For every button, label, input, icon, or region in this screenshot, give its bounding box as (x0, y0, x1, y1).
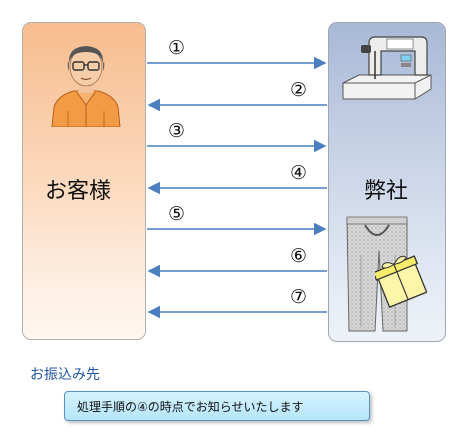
step-number-3: ③ (168, 120, 186, 142)
step-number-7: ⑦ (290, 286, 308, 308)
step-number-5: ⑤ (168, 203, 186, 225)
step-number-1: ① (168, 37, 186, 59)
customer-panel: お客様 (22, 22, 146, 340)
company-panel: 弊社 (328, 22, 446, 342)
customer-man-icon (51, 46, 121, 127)
step-number-2: ② (290, 79, 308, 101)
step-number-4: ④ (290, 162, 308, 184)
step-number-6: ⑥ (290, 245, 308, 267)
gift-box-icon (375, 255, 427, 308)
customer-label: お客様 (45, 179, 112, 204)
payment-note-box: 処理手順の④の時点でお知らせいたします (64, 391, 370, 421)
payment-note-text: 処理手順の④の時点でお知らせいたします (77, 399, 304, 414)
sewing-machine-icon (342, 36, 432, 100)
payment-title: お振込み先 (30, 367, 100, 383)
company-label: 弊社 (364, 179, 409, 204)
